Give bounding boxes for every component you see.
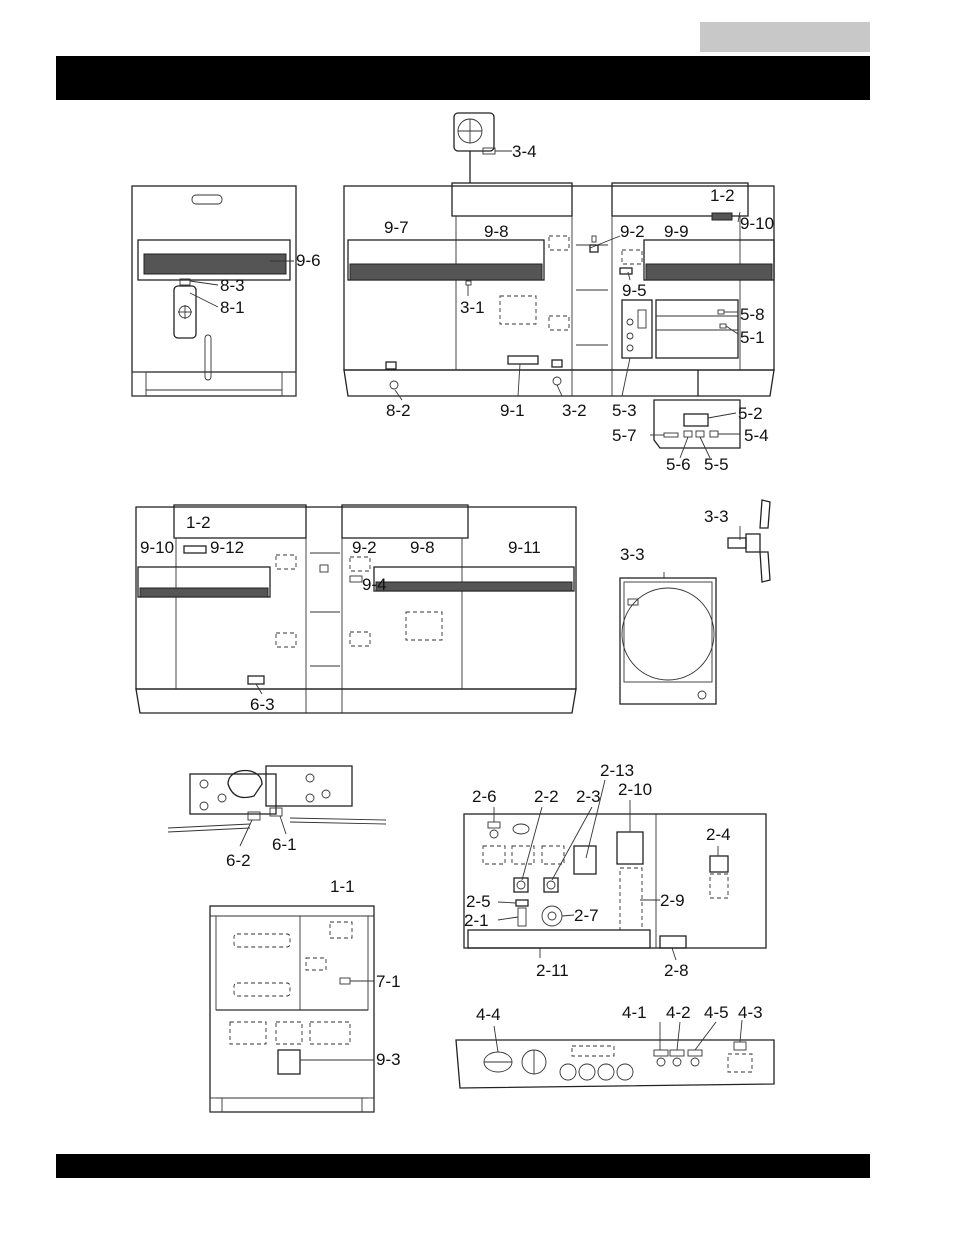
callout-9-6: 9-6 bbox=[296, 251, 321, 270]
control-panel-view bbox=[464, 780, 766, 960]
callout-9-12: 9-12 bbox=[210, 538, 244, 557]
callout-8-2: 8-2 bbox=[386, 401, 411, 420]
callout-9-9: 9-9 bbox=[664, 222, 689, 241]
callout-4-1: 4-1 bbox=[622, 1003, 647, 1022]
callout-9-3: 9-3 bbox=[376, 1050, 401, 1069]
callout-5-5: 5-5 bbox=[704, 455, 729, 474]
callout-9-1: 9-1 bbox=[500, 401, 525, 420]
callout-1-1: 1-1 bbox=[330, 877, 355, 896]
callout-9-10: 9-10 bbox=[740, 214, 774, 233]
rear-end-view bbox=[210, 906, 374, 1112]
callout-2-2: 2-2 bbox=[534, 787, 559, 806]
callout-2-8: 2-8 bbox=[664, 961, 689, 980]
callout-3-2: 3-2 bbox=[562, 401, 587, 420]
callout-8-1: 8-1 bbox=[220, 298, 245, 317]
callout-9-2-right: 9-2 bbox=[352, 538, 377, 557]
callout-1-2: 1-2 bbox=[710, 186, 735, 205]
callout-2-11: 2-11 bbox=[536, 961, 569, 980]
callout-3-1: 3-1 bbox=[460, 298, 485, 317]
callout-3-3-fan: 3-3 bbox=[704, 507, 729, 526]
callout-5-8: 5-8 bbox=[740, 305, 765, 324]
callout-9-4: 9-4 bbox=[362, 575, 387, 594]
callout-2-4: 2-4 bbox=[706, 825, 731, 844]
radiator-view bbox=[620, 500, 770, 704]
callout-4-3: 4-3 bbox=[738, 1003, 763, 1022]
callout-9-2: 9-2 bbox=[620, 222, 645, 241]
callout-9-5: 9-5 bbox=[622, 281, 647, 300]
callout-2-9: 2-9 bbox=[660, 891, 685, 910]
callout-8-3: 8-3 bbox=[220, 276, 245, 295]
callout-5-7: 5-7 bbox=[612, 426, 637, 445]
callout-5-1: 5-1 bbox=[740, 328, 765, 347]
callout-3-3-radiator: 3-3 bbox=[620, 545, 645, 564]
callout-5-3: 5-3 bbox=[612, 401, 637, 420]
engine-panel-view bbox=[456, 1020, 774, 1088]
callout-9-10-right: 9-10 bbox=[140, 538, 174, 557]
callout-7-1: 7-1 bbox=[376, 972, 401, 991]
callout-5-2: 5-2 bbox=[738, 404, 763, 423]
callout-4-4: 4-4 bbox=[476, 1005, 501, 1024]
callout-5-6: 5-6 bbox=[666, 455, 691, 474]
front-end-view bbox=[132, 186, 296, 396]
callout-6-3: 6-3 bbox=[250, 695, 275, 714]
callout-2-5: 2-5 bbox=[466, 892, 491, 911]
callout-6-2: 6-2 bbox=[226, 851, 251, 870]
callout-3-4: 3-4 bbox=[512, 142, 537, 161]
callout-2-3: 2-3 bbox=[576, 787, 601, 806]
callout-9-8: 9-8 bbox=[484, 222, 509, 241]
callout-2-7: 2-7 bbox=[574, 906, 599, 925]
callout-6-1: 6-1 bbox=[272, 835, 297, 854]
callout-4-5: 4-5 bbox=[704, 1003, 729, 1022]
right-side-view bbox=[136, 505, 576, 713]
callout-1-2-right: 1-2 bbox=[186, 513, 211, 532]
callout-9-11: 9-11 bbox=[508, 538, 541, 557]
callout-2-6: 2-6 bbox=[472, 787, 497, 806]
callout-4-2: 4-2 bbox=[666, 1003, 691, 1022]
battery-view bbox=[168, 766, 386, 846]
callout-2-13: 2-13 bbox=[600, 761, 634, 780]
callout-5-4: 5-4 bbox=[744, 426, 769, 445]
callout-9-7: 9-7 bbox=[384, 218, 409, 237]
callout-2-10: 2-10 bbox=[618, 780, 652, 799]
callout-9-8-right: 9-8 bbox=[410, 538, 435, 557]
callout-2-1: 2-1 bbox=[464, 911, 489, 930]
